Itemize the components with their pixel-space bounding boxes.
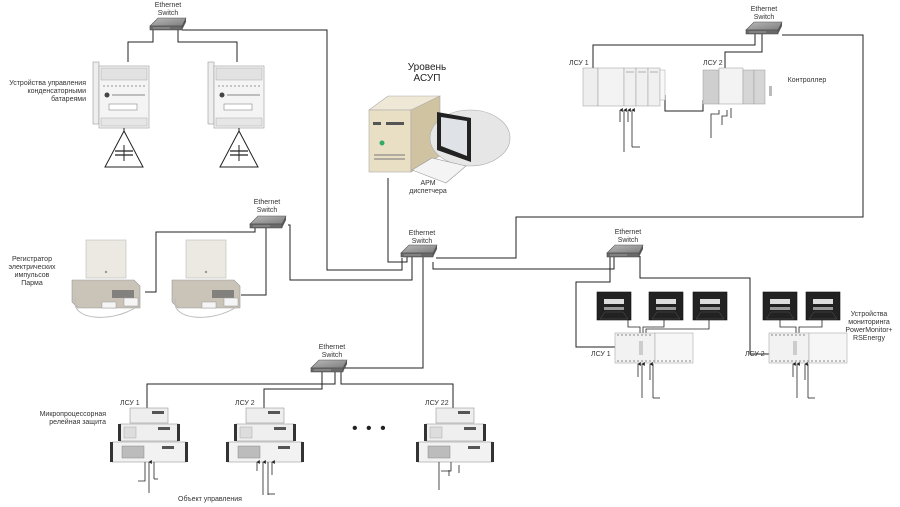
power-monitor-icon (692, 291, 728, 321)
relay-protection-22 (415, 407, 495, 490)
link-pm1 (575, 254, 615, 348)
io-base-icon (768, 332, 848, 364)
link-relay22 (340, 370, 454, 408)
switch-icon (606, 244, 644, 258)
pulse-recorder-2 (171, 239, 241, 318)
link-relay1 (146, 369, 336, 408)
link-leftsw-central (288, 224, 413, 281)
relay-node-label-2: ЛСУ 2 (235, 400, 255, 407)
relay-rack-icon (109, 407, 189, 463)
controller-label: Контроллер (787, 77, 827, 84)
plc-controller-1 (582, 67, 666, 152)
relay-node-label-22: ЛСУ 22 (425, 400, 449, 407)
link-capdev1 (127, 30, 154, 62)
switch-icon (249, 215, 287, 229)
link-topleft-central (182, 29, 403, 271)
ethernet-switch-relay (310, 359, 348, 373)
pm-node-label-1: ЛСУ 1 (591, 351, 611, 358)
plc-node-label-1: ЛСУ 1 (569, 60, 589, 67)
power-monitor-icon (596, 291, 632, 321)
switch-icon (149, 17, 187, 31)
capacitor-control-label: Устройства управления конденсаторными ба… (9, 80, 86, 103)
ethernet-switch-left (249, 215, 287, 229)
power-monitor-icon (762, 291, 798, 321)
workstation-pc-icon (368, 95, 441, 173)
link-recorder1 (145, 228, 256, 293)
link-plc-bus (664, 95, 704, 112)
workstation (368, 95, 511, 184)
power-monitor-label: Устройства мониторинга PowerMonitor+ RSE… (845, 311, 893, 342)
pulse-recorder-1 (71, 239, 141, 318)
pulse-recorder-label: Регистратор электрических импульсов Парм… (8, 256, 56, 287)
relay-node-label-1: ЛСУ 1 (120, 400, 140, 407)
capacitor-icon (219, 130, 259, 168)
link-central-relay (341, 256, 424, 369)
relay-protection-label: Микропроцессорная релейная защита (39, 411, 106, 426)
link-capdev2 (177, 30, 238, 62)
link-workstation (387, 178, 408, 263)
switch-label-relay: Ethernet Switch (318, 344, 346, 359)
controlled-object-label: Объект управления (178, 496, 242, 503)
switch-icon (310, 359, 348, 373)
workstation-label: АРМ диспетчера (409, 180, 447, 195)
power-monitor-icon (648, 291, 684, 321)
capacitor-icon (104, 130, 144, 168)
link-recorder2 (241, 228, 267, 296)
ethernet-switch-topright (745, 21, 783, 35)
ellipsis-more-nodes: • • • (352, 420, 388, 437)
switch-label-right: Ethernet Switch (614, 229, 642, 244)
capacitor-controller-icon (207, 61, 265, 129)
recorder-unit-icon (71, 239, 141, 318)
power-monitor-icon (805, 291, 841, 321)
recorder-unit-icon (171, 239, 241, 318)
link-relay2 (263, 371, 323, 408)
relay-rack-icon (225, 407, 305, 463)
ethernet-switch-central (400, 244, 438, 258)
ethernet-switch-right (606, 244, 644, 258)
io-base-icon (614, 332, 694, 364)
link-central-topright (436, 34, 864, 259)
power-monitor-group-1 (596, 291, 728, 399)
link-pm2 (639, 256, 769, 355)
switch-label-central: Ethernet Switch (408, 230, 436, 245)
ethernet-switch-topleft (149, 17, 187, 31)
capacitor-controller-2 (207, 61, 265, 168)
plc-node-label-2: ЛСУ 2 (703, 60, 723, 67)
power-monitor-group-2 (762, 291, 848, 399)
capacitor-controller-1 (92, 61, 150, 168)
switch-label-topright: Ethernet Switch (750, 6, 778, 21)
switch-label-topleft: Ethernet Switch (154, 2, 182, 17)
switch-icon (745, 21, 783, 35)
relay-protection-1 (109, 407, 189, 493)
relay-rack-icon (415, 407, 495, 463)
plc-controller-2 (702, 67, 772, 138)
link-plc2 (724, 32, 763, 68)
link-central-right (432, 257, 615, 270)
title-asup-level: Уровень АСУП (407, 62, 447, 84)
capacitor-controller-icon (92, 61, 150, 129)
monitor-icon (429, 109, 511, 167)
network-links (127, 29, 864, 408)
switch-icon (400, 244, 438, 258)
link-plc1 (592, 32, 756, 68)
switch-label-left: Ethernet Switch (253, 199, 281, 214)
keyboard-icon (411, 157, 467, 184)
relay-protection-2 (225, 407, 305, 495)
pm-node-label-2: ЛСУ 2 (745, 351, 765, 358)
